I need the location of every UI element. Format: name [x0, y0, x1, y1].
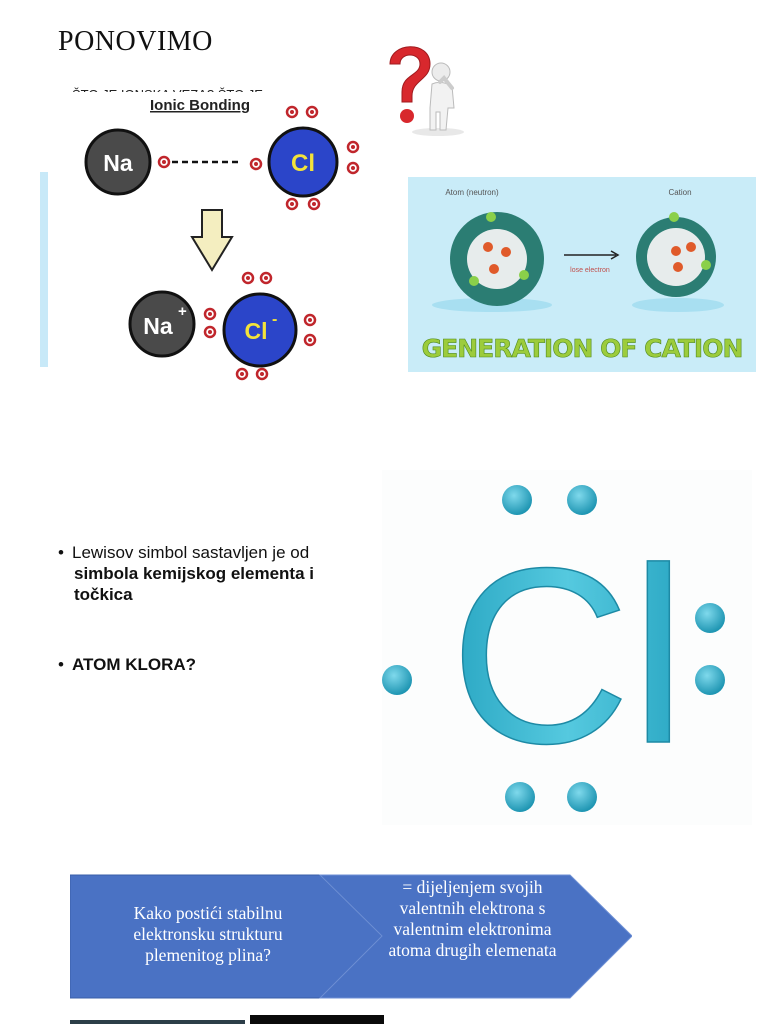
atom-neutron-label: Atom (neutron) — [445, 188, 499, 197]
bullet-dot: • — [58, 543, 64, 562]
bullet-1-bold-text: simbola kemijskog elementa i točkica — [74, 564, 314, 604]
ionic-bonding-image: Ionic Bonding Na Cl Na + Cl - — [50, 92, 365, 387]
chlorine-symbol: Cl — [450, 516, 686, 795]
bullet-lewis-symbol: • Lewisov simbol sastavljen je od simbola… — [58, 542, 368, 605]
bottom-image-strip — [70, 1020, 245, 1024]
slide-subtitle-cut: ŠTO JE IONSKA VEZA? ŠTO JE KOVALENTNA VE… — [72, 82, 332, 92]
cation-label: Cation — [668, 188, 691, 197]
cl-ion-charge: - — [272, 311, 277, 328]
question-mark-figure-image — [368, 34, 478, 138]
process-step-answer: = dijeljenjem svojih valentnih elektrona… — [388, 877, 557, 960]
generation-of-cation-banner: GENERATION OF CATION — [422, 334, 743, 363]
na-ion-charge: + — [178, 303, 187, 320]
bullet-dot: • — [58, 655, 64, 674]
process-step-question: Kako postići stabilnu elektronsku strukt… — [133, 903, 283, 965]
ionic-heading: Ionic Bonding — [150, 97, 250, 114]
bullet-1-normal-text: Lewisov simbol sastavljen je od — [72, 543, 310, 562]
chevron-shapes — [70, 874, 632, 999]
chlorine-lewis-symbol-image: Cl — [382, 470, 752, 825]
bullet-atom-klora: • ATOM KLORA? — [58, 654, 196, 675]
na-label: Na — [103, 150, 133, 176]
cl-label: Cl — [291, 150, 315, 177]
process-chevron-diagram: Kako postići stabilnu elektronsku strukt… — [70, 873, 632, 1000]
lose-electron-label: lose electron — [570, 267, 610, 274]
bottom-image-strip — [250, 1015, 384, 1024]
na-ion-label: Na — [143, 313, 173, 339]
bullet-2-text: ATOM KLORA? — [72, 655, 197, 674]
cl-ion-label: Cl — [245, 318, 268, 344]
slide-title: PONOVIMO — [58, 26, 213, 57]
accent-bar — [40, 172, 48, 367]
generation-of-cation-image: Atom (neutron) Cation lose electron GENE… — [408, 177, 756, 372]
